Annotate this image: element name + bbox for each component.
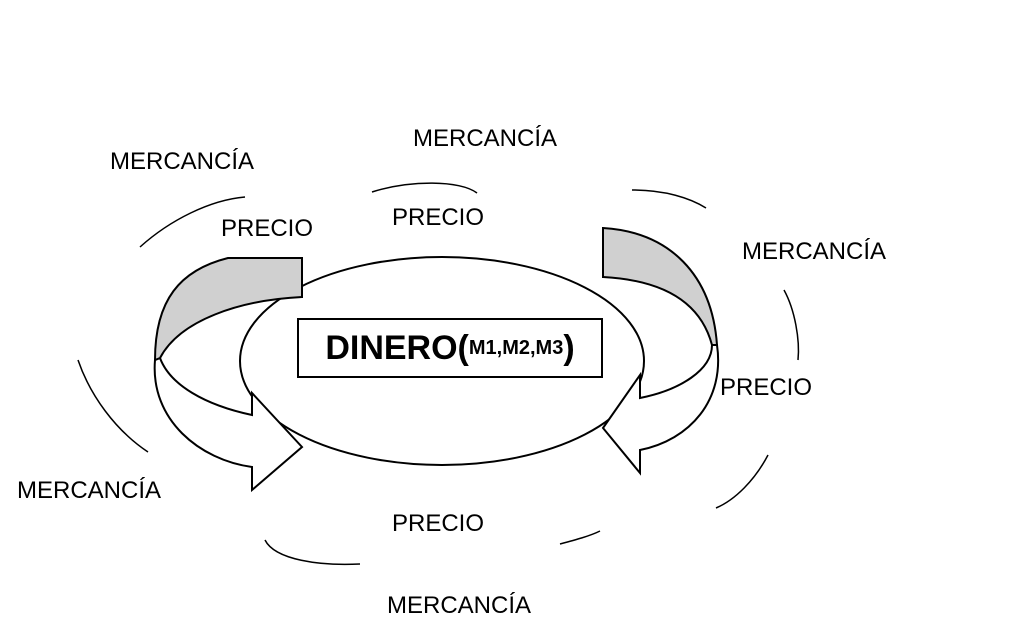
flow-arcs	[77, 182, 800, 566]
label-precio-right: PRECIO	[720, 374, 813, 401]
label-precio-top: PRECIO	[392, 204, 485, 231]
label-precio-top-left: PRECIO	[221, 215, 314, 242]
label-mercancia-right: MERCANCÍA	[742, 238, 887, 265]
label-mercancia-top: MERCANCÍA	[413, 125, 558, 152]
money-close: )	[563, 328, 575, 367]
money-label: DINERO(	[325, 328, 469, 367]
label-mercancia-bottom: MERCANCÍA	[387, 592, 532, 619]
label-mercancia-left: MERCANCÍA	[17, 477, 162, 504]
money-aggregates: M1,M2,M3	[468, 336, 564, 359]
right-curved-arrow	[601, 226, 720, 476]
left-curved-arrow	[153, 257, 304, 493]
label-mercancia-top-left: MERCANCÍA	[110, 148, 255, 175]
label-precio-bottom: PRECIO	[392, 510, 485, 537]
money-box: DINERO(M1,M2,M3)	[297, 318, 603, 378]
